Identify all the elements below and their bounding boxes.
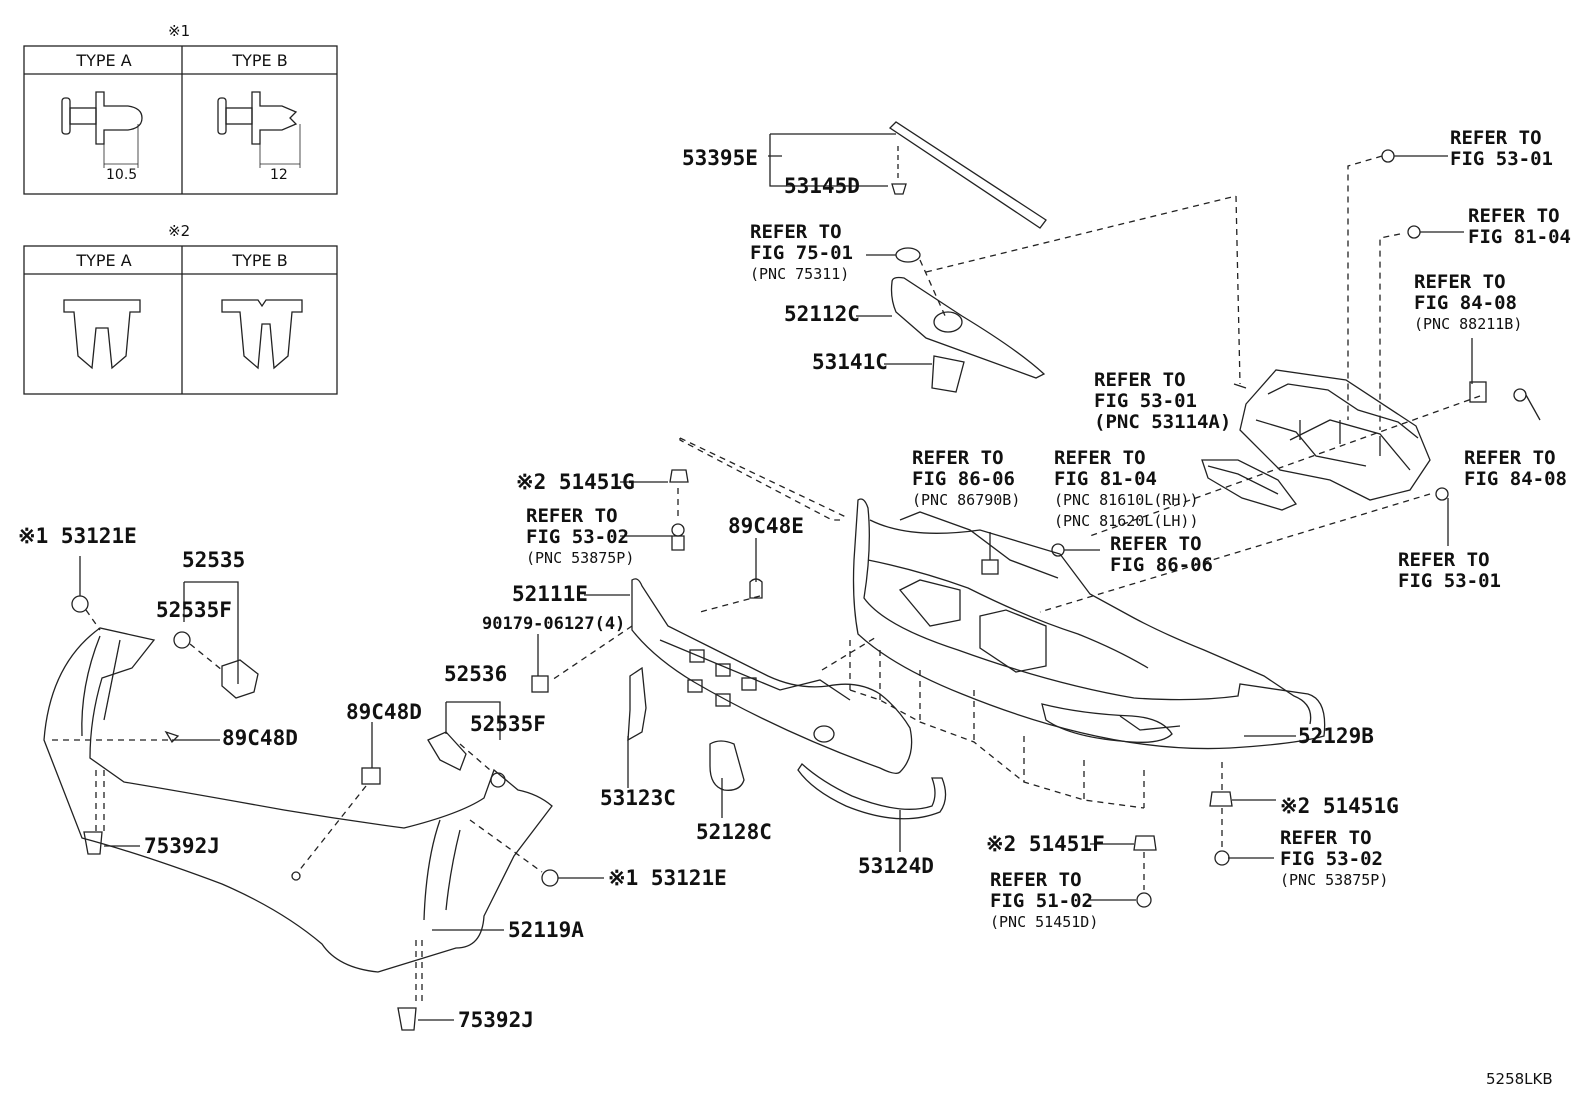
ref-line: (PNC 53114A) <box>1094 411 1232 433</box>
part-75392J-b: 75392J <box>458 1008 534 1032</box>
ref-line: REFER TO <box>526 505 618 527</box>
part-52112C: 52112C <box>784 302 860 326</box>
ref-line: FIG 84-08 <box>1464 468 1567 490</box>
ref-line: REFER TO <box>1094 369 1186 391</box>
ref-line: REFER TO <box>1110 533 1202 555</box>
clip-type-table-2 <box>23 245 338 395</box>
part-89C48D-b: 89C48D <box>222 726 298 750</box>
ref-line: FIG 53-01 <box>1094 390 1197 412</box>
ref-fig-51-02: REFER TO FIG 51-02 (PNC 51451D) <box>990 870 1098 933</box>
ref-fig-53-01-low: REFER TO FIG 53-01 <box>1398 550 1501 592</box>
ref-line: (PNC 88211B) <box>1414 315 1523 333</box>
part-53121E-b: ※1 53121E <box>608 866 727 890</box>
fog-lamp-part <box>1201 459 1298 511</box>
table1-type-b: TYPE B <box>232 51 288 70</box>
clip-type-table-1 <box>23 45 338 195</box>
ref-fig-53-02-b: REFER TO FIG 53-02 (PNC 53875P) <box>1280 828 1388 891</box>
ref-line: (PNC 53875P) <box>1280 871 1389 889</box>
ref-line: FIG 84-08 <box>1414 292 1517 314</box>
part-52535F-b: 52535F <box>470 712 546 736</box>
part-51451G-top: ※2 51451G <box>516 470 635 494</box>
table2-type-a: TYPE A <box>76 251 132 270</box>
table1-dim-b: 12 <box>270 167 288 183</box>
bolt-glyphs <box>981 149 1541 575</box>
ref-line: REFER TO <box>1054 447 1146 469</box>
ref-fig-86-06-b: REFER TO FIG 86-06 <box>1110 534 1213 576</box>
table1-type-a: TYPE A <box>76 51 132 70</box>
ref-line: REFER TO <box>990 869 1082 891</box>
ref-line: (PNC 86790B) <box>912 491 1021 509</box>
ref-line: REFER TO <box>750 221 842 243</box>
ref-line: REFER TO <box>912 447 1004 469</box>
part-51451F: ※2 51451F <box>986 832 1105 856</box>
part-53145D: 53145D <box>784 174 860 198</box>
part-53124D: 53124D <box>858 854 934 878</box>
ref-line: FIG 53-01 <box>1450 148 1553 170</box>
ref-fig-53-02-a: REFER TO FIG 53-02 (PNC 53875P) <box>526 506 634 569</box>
ref-line: (PNC 75311) <box>750 265 850 283</box>
part-52535: 52535 <box>182 548 246 572</box>
part-52128C: 52128C <box>696 820 772 844</box>
part-89C48E: 89C48E <box>728 514 804 538</box>
support-assembly <box>1239 369 1431 501</box>
part-89C48D-a: 89C48D <box>346 700 422 724</box>
part-52119A: 52119A <box>508 918 584 942</box>
part-53141C: 53141C <box>812 350 888 374</box>
table2-title: ※2 <box>168 222 191 240</box>
part-52111E: 52111E <box>512 582 588 606</box>
ref-fig-86-06-a: REFER TO FIG 86-06 (PNC 86790B) <box>912 448 1020 511</box>
part-52129B: 52129B <box>1298 724 1374 748</box>
ref-line: (PNC 81620L(LH)) <box>1054 512 1199 530</box>
ref-line: REFER TO <box>1280 827 1372 849</box>
ref-line: REFER TO <box>1450 127 1542 149</box>
ref-line: (PNC 51451D) <box>990 913 1099 931</box>
ref-line: FIG 86-06 <box>1110 554 1213 576</box>
ref-fig-53-01-top: REFER TO FIG 53-01 <box>1450 128 1553 170</box>
tow-cover-52128C <box>709 740 745 791</box>
bumper-cover-52129B <box>852 498 1326 750</box>
ref-line: FIG 81-04 <box>1054 468 1157 490</box>
ref-fig-84-08-b: REFER TO FIG 84-08 <box>1464 448 1567 490</box>
ref-fig-53-01-mid: REFER TO FIG 53-01 (PNC 53114A) <box>1094 370 1231 433</box>
ref-line: (PNC 81610L(RH)) <box>1054 491 1199 509</box>
molding-53124D <box>797 763 947 820</box>
ref-fig-84-08-top: REFER TO FIG 84-08 (PNC 88211B) <box>1414 272 1522 335</box>
molding-53395E <box>888 121 1047 229</box>
part-53395E: 53395E <box>682 146 758 170</box>
part-52536: 52536 <box>444 662 508 686</box>
ref-line: REFER TO <box>1414 271 1506 293</box>
ref-line: FIG 53-01 <box>1398 570 1501 592</box>
ref-line: FIG 53-02 <box>526 526 629 548</box>
bracket-53123C <box>627 666 647 742</box>
ref-line: FIG 53-02 <box>1280 848 1383 870</box>
ref-line: FIG 81-04 <box>1468 226 1571 248</box>
ref-line: REFER TO <box>1468 205 1560 227</box>
ref-line: FIG 51-02 <box>990 890 1093 912</box>
grille-garnish-52112C <box>890 276 1046 379</box>
ref-fig-81-04-top: REFER TO FIG 81-04 <box>1468 206 1571 248</box>
ref-fig-81-04-b: REFER TO FIG 81-04 (PNC 81610L(RH)) (PNC… <box>1054 448 1199 532</box>
part-75392J-a: 75392J <box>144 834 220 858</box>
part-52535F-a: 52535F <box>156 598 232 622</box>
table2-type-b: TYPE B <box>232 251 288 270</box>
figure-code: 5258LKB <box>1486 1070 1553 1088</box>
ref-line: FIG 75-01 <box>750 242 853 264</box>
part-51451G-low: ※2 51451G <box>1280 794 1399 818</box>
part-90179-06127: 90179-06127(4) <box>482 614 626 634</box>
ref-line: REFER TO <box>1398 549 1490 571</box>
table1-dim-a: 10.5 <box>106 167 138 183</box>
ref-fig-75-01: REFER TO FIG 75-01 (PNC 75311) <box>750 222 853 285</box>
ref-line: FIG 86-06 <box>912 468 1015 490</box>
ref-line: REFER TO <box>1464 447 1556 469</box>
part-53123C: 53123C <box>600 786 676 810</box>
ref-line: (PNC 53875P) <box>526 549 635 567</box>
table1-title: ※1 <box>168 22 191 40</box>
part-53121E-a: ※1 53121E <box>18 524 137 548</box>
lower-grille-52111E <box>631 578 913 774</box>
fender-liner-52119A <box>43 627 553 973</box>
